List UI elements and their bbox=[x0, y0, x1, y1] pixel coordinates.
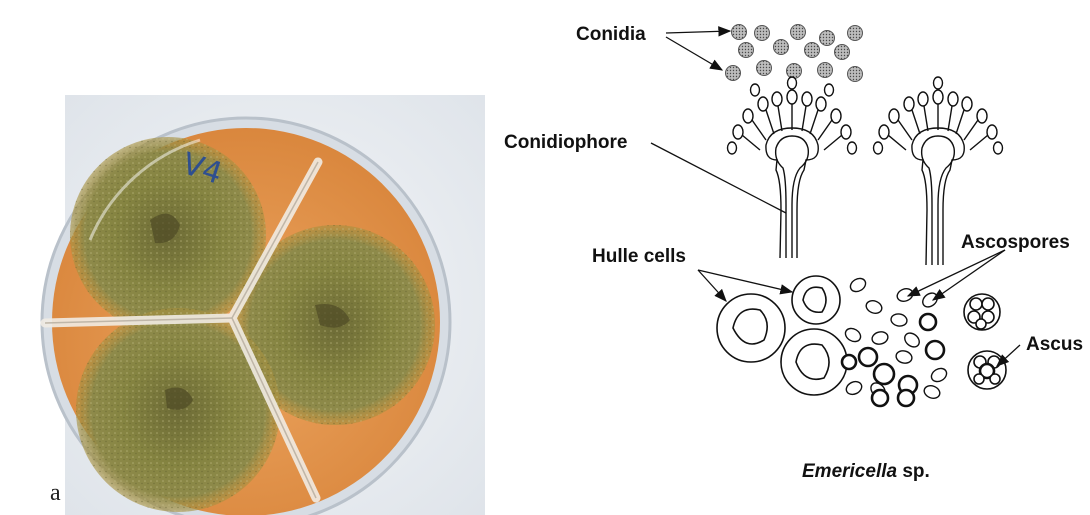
label-conidiophore: Conidiophore bbox=[504, 132, 627, 154]
panel-letter: a bbox=[50, 480, 61, 507]
hulle-cells bbox=[717, 276, 847, 395]
fungal-colony bbox=[76, 308, 280, 512]
diagram-caption: Emericella sp. bbox=[802, 461, 930, 483]
caption-genus: Emericella bbox=[802, 461, 897, 482]
emericella-diagram bbox=[500, 0, 1090, 515]
label-conidia: Conidia bbox=[576, 24, 646, 46]
petri-dish-photo: V4 bbox=[0, 0, 500, 515]
label-ascospores: Ascospores bbox=[961, 232, 1070, 254]
caption-suffix: sp. bbox=[897, 461, 930, 482]
conidia-spores bbox=[726, 25, 863, 82]
label-ascus: Ascus bbox=[1026, 334, 1083, 356]
ascus bbox=[964, 294, 1006, 389]
ascospores bbox=[842, 276, 949, 406]
label-hulle-cells: Hulle cells bbox=[592, 246, 686, 268]
conidiophore-structure bbox=[728, 77, 857, 258]
